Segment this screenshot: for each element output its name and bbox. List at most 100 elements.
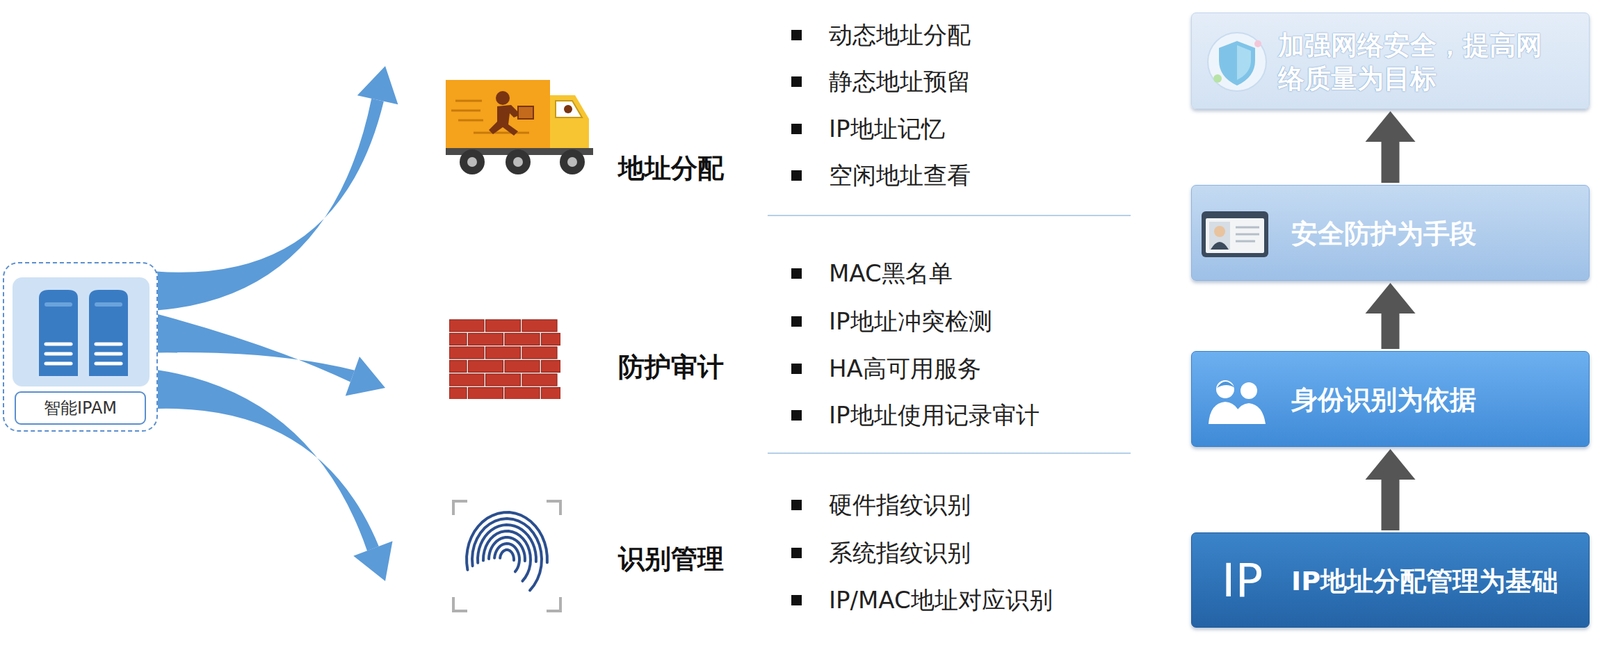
bullet-square bbox=[791, 363, 802, 375]
arrow-shaft bbox=[1381, 479, 1400, 531]
bullet-text: 系统指纹识别 bbox=[828, 537, 971, 569]
bullet-text: IP地址记忆 bbox=[828, 113, 945, 144]
fingerprint-ridge bbox=[483, 531, 531, 582]
fingerprint-icon bbox=[451, 499, 562, 613]
brick bbox=[522, 374, 557, 386]
brick bbox=[468, 360, 504, 373]
bullet-text: IP/MAC地址对应识别 bbox=[828, 584, 1053, 616]
bullet-square bbox=[791, 547, 802, 559]
bullet-text: HA高可用服务 bbox=[828, 353, 982, 384]
bullet-item: 空闲地址查看 bbox=[791, 159, 971, 191]
brick bbox=[522, 346, 557, 359]
bullet-item: 硬件指纹识别 bbox=[791, 489, 971, 521]
brick bbox=[486, 319, 521, 332]
bullet-square bbox=[791, 268, 802, 279]
bullet-item: IP地址使用记录审计 bbox=[791, 399, 1040, 431]
id-card-icon bbox=[1200, 210, 1270, 258]
connector-arrow bbox=[1365, 111, 1416, 183]
ip-mark: IP bbox=[1221, 554, 1263, 608]
brick bbox=[504, 360, 540, 373]
arrow-head bbox=[357, 66, 399, 105]
node-text: IP地址分配管理为基础 bbox=[1291, 564, 1559, 599]
connector-arrow bbox=[1365, 283, 1416, 350]
brick bbox=[522, 319, 557, 332]
node-text: 身份识别为依据 bbox=[1291, 383, 1477, 417]
arrow-shaft bbox=[1381, 313, 1400, 350]
bullet-square bbox=[791, 76, 802, 87]
server-icon bbox=[12, 277, 150, 387]
basis-box: 身份识别为依据 bbox=[1191, 351, 1590, 448]
bullet-square bbox=[791, 499, 802, 511]
connector-arrow bbox=[156, 369, 393, 582]
bullet-item: 静态地址预留 bbox=[791, 66, 971, 97]
connector-arrow bbox=[156, 66, 398, 311]
bullet-square bbox=[791, 170, 802, 181]
curved-arrow-body bbox=[156, 98, 384, 311]
node-text: 地址分配 bbox=[618, 152, 724, 185]
arrow-head bbox=[1365, 449, 1416, 480]
fingerprint-ridge bbox=[472, 518, 542, 591]
arrow-shaft bbox=[1381, 141, 1400, 183]
brick bbox=[504, 333, 540, 346]
brick bbox=[486, 374, 521, 386]
node-text: 安全防护为手段 bbox=[1291, 216, 1477, 251]
brick bbox=[541, 360, 562, 373]
connector-arrow bbox=[1365, 449, 1416, 531]
shield-icon bbox=[1203, 29, 1271, 94]
brick bbox=[468, 388, 504, 400]
fingerprint-ridge bbox=[494, 543, 520, 572]
arrow-head bbox=[353, 541, 393, 582]
bullet-square bbox=[791, 123, 802, 135]
bullet-text: IP地址使用记录审计 bbox=[828, 399, 1040, 431]
bullet-square bbox=[791, 316, 802, 327]
bullet-text: 动态地址分配 bbox=[828, 19, 971, 51]
bullet-square bbox=[791, 595, 802, 606]
arrow-head bbox=[1365, 283, 1416, 314]
bullet-item: IP地址冲突检测 bbox=[791, 305, 993, 337]
category-node: 防护审计 bbox=[389, 305, 745, 411]
bullet-item: MAC黑名单 bbox=[791, 257, 953, 289]
bullet-item: IP/MAC地址对应识别 bbox=[791, 584, 1053, 616]
category-node: 识别管理 bbox=[389, 486, 745, 626]
brick bbox=[468, 333, 504, 346]
brick bbox=[449, 319, 484, 332]
bullet-text: 静态地址预留 bbox=[828, 66, 971, 97]
brick-wall-icon bbox=[449, 319, 561, 400]
people-icon bbox=[1205, 375, 1269, 426]
bullet-text: IP地址冲突检测 bbox=[828, 305, 993, 337]
fingerprint-ridge bbox=[499, 550, 514, 561]
means-box: 安全防护为手段 bbox=[1191, 184, 1590, 281]
brick bbox=[486, 346, 521, 359]
brick bbox=[449, 388, 467, 400]
curved-arrow-body bbox=[156, 314, 355, 383]
truck-icon bbox=[445, 79, 596, 178]
brick bbox=[504, 388, 540, 400]
bullet-square bbox=[791, 410, 802, 421]
bullet-item: 动态地址分配 bbox=[791, 19, 971, 51]
brick bbox=[449, 374, 484, 386]
fingerprint-ridge bbox=[488, 537, 525, 562]
brick bbox=[541, 388, 562, 400]
category-node: 地址分配 bbox=[389, 59, 745, 188]
curved-arrow-body bbox=[156, 369, 379, 551]
system-box: 智能IPAM bbox=[2, 262, 158, 432]
goal-box: 加强网络安全，提高网 络质量为目标 bbox=[1191, 12, 1590, 110]
bullet-square bbox=[791, 29, 802, 41]
bullet-item: HA高可用服务 bbox=[791, 353, 982, 384]
node-text: 识别管理 bbox=[618, 543, 724, 576]
bullet-item: IP地址记忆 bbox=[791, 113, 945, 144]
brick bbox=[449, 346, 484, 359]
brick bbox=[449, 360, 467, 373]
foundation-box: IP IP地址分配管理为基础 bbox=[1191, 532, 1590, 628]
bullet-text: 硬件指纹识别 bbox=[828, 489, 971, 521]
arrow-head bbox=[1365, 111, 1416, 142]
node-text: 加强网络安全，提高网 络质量为目标 bbox=[1278, 28, 1578, 96]
brick bbox=[541, 333, 562, 346]
fingerprint-ridge bbox=[466, 512, 548, 571]
brick bbox=[449, 333, 467, 346]
bullet-item: 系统指纹识别 bbox=[791, 537, 971, 569]
node-text: 智能IPAM bbox=[14, 391, 147, 425]
arrow-head bbox=[345, 356, 386, 397]
fingerprint-ridge bbox=[477, 524, 537, 564]
bullet-text: 空闲地址查看 bbox=[828, 159, 971, 191]
